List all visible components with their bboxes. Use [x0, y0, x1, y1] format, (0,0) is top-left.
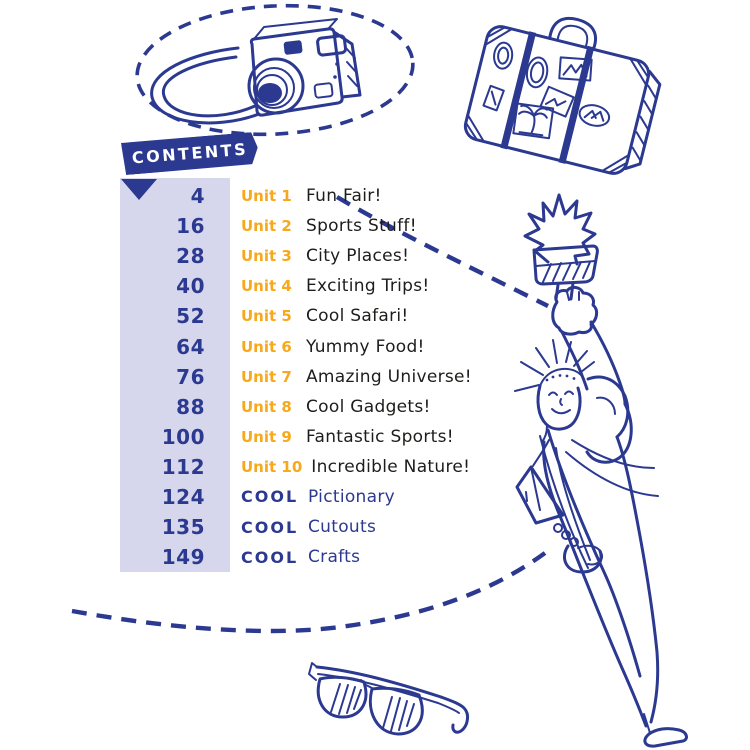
down-triangle-marker: [121, 179, 157, 200]
left-lens: [316, 675, 368, 719]
unit-label: Unit 4: [241, 277, 292, 296]
unit-title: Amazing Universe!: [306, 366, 472, 387]
page-number: 88: [176, 394, 205, 419]
right-lens: [368, 686, 424, 736]
unit-label: Unit 5: [241, 307, 292, 326]
suitcase-illustration: [463, 16, 662, 175]
page-number: 4: [190, 184, 205, 209]
unit-label: COOL: [241, 517, 299, 537]
page-number: 76: [176, 364, 205, 389]
page-number: 64: [176, 334, 205, 359]
page-number: 124: [161, 484, 205, 509]
unit-label: Unit 3: [241, 247, 292, 266]
page-number: 112: [161, 454, 205, 479]
toc-row: 64 Unit 6 Yummy Food!: [120, 331, 590, 361]
sunglasses-illustration: [308, 662, 470, 736]
unit-title: Crafts: [308, 547, 361, 568]
unit-label: Unit 6: [241, 337, 292, 356]
toc-row: 100 Unit 9 Fantastic Sports!: [120, 422, 590, 452]
camera-illustration: [135, 3, 415, 137]
page-number: 135: [161, 515, 205, 540]
contents-banner: CONTENTS: [121, 132, 259, 176]
page-number: 40: [176, 274, 205, 299]
suitcase-strap: [558, 45, 595, 164]
camera-dashed-oval: [135, 3, 415, 137]
camera-flash: [283, 40, 303, 55]
page-number: 100: [161, 424, 205, 449]
page-number-column: [120, 178, 230, 572]
page-number: 16: [176, 214, 205, 239]
toc-row: 135 COOL Cutouts: [120, 512, 590, 542]
toc-row: 76 Unit 7 Amazing Universe!: [120, 362, 590, 392]
unit-label: COOL: [241, 487, 299, 507]
unit-label: Unit 2: [241, 217, 292, 236]
toc-row: 88 Unit 8 Cool Gadgets!: [120, 392, 590, 422]
toc-row: 16 Unit 2 Sports Stuff!: [120, 211, 590, 241]
unit-title: City Places!: [306, 246, 410, 267]
unit-label: Unit 10: [241, 457, 303, 476]
unit-label: Unit 1: [241, 187, 292, 206]
toc-row: 149 COOL Crafts: [120, 542, 590, 572]
statue-foot: [643, 713, 688, 748]
suitcase-strap: [500, 31, 537, 150]
toc-row: 28 Unit 3 City Places!: [120, 241, 590, 271]
toc-row: 40 Unit 4 Exciting Trips!: [120, 271, 590, 301]
unit-label: Unit 7: [241, 367, 292, 386]
unit-title: Cool Gadgets!: [306, 396, 431, 417]
unit-title: Cutouts: [308, 517, 377, 538]
camera-viewfinder: [316, 34, 348, 57]
unit-title: Exciting Trips!: [306, 276, 430, 297]
toc-row: 52 Unit 5 Cool Safari!: [120, 301, 590, 331]
suitcase-stickers: [482, 41, 611, 140]
unit-title: Cool Safari!: [306, 306, 409, 327]
contents-banner-label: CONTENTS: [131, 139, 249, 168]
toc-row: 124 COOL Pictionary: [120, 482, 590, 512]
unit-label: Unit 9: [241, 427, 292, 446]
page-number: 28: [176, 244, 205, 269]
page-number: 149: [161, 545, 205, 570]
unit-title: Pictionary: [308, 486, 395, 507]
page-number: 52: [176, 304, 205, 329]
unit-title: Fantastic Sports!: [306, 426, 454, 447]
unit-label: COOL: [241, 547, 299, 567]
unit-title: Sports Stuff!: [306, 216, 417, 237]
toc-row: 112 Unit 10 Incredible Nature!: [120, 452, 590, 482]
toc-list: 4 Unit 1 Fun Fair! 16 Unit 2 Sports Stuf…: [120, 181, 590, 572]
unit-title: Fun Fair!: [306, 186, 382, 207]
unit-title: Yummy Food!: [306, 336, 425, 357]
unit-label: Unit 8: [241, 397, 292, 416]
unit-title: Incredible Nature!: [311, 456, 471, 477]
toc-row: 4 Unit 1 Fun Fair!: [120, 181, 590, 211]
